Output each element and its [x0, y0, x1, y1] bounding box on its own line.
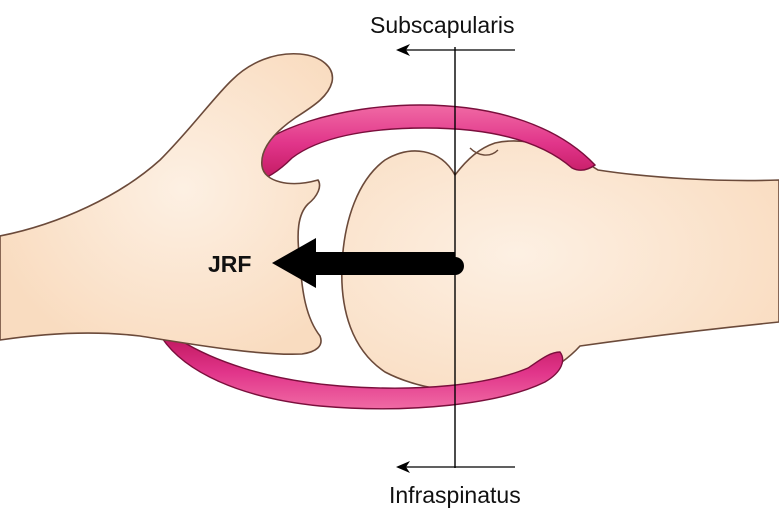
infraspinatus-label: Infraspinatus — [389, 482, 521, 508]
subscapularis-label: Subscapularis — [370, 12, 514, 38]
scapula-bone — [0, 54, 332, 354]
joint-center-point — [446, 257, 464, 275]
jrf-label: JRF — [208, 251, 251, 277]
